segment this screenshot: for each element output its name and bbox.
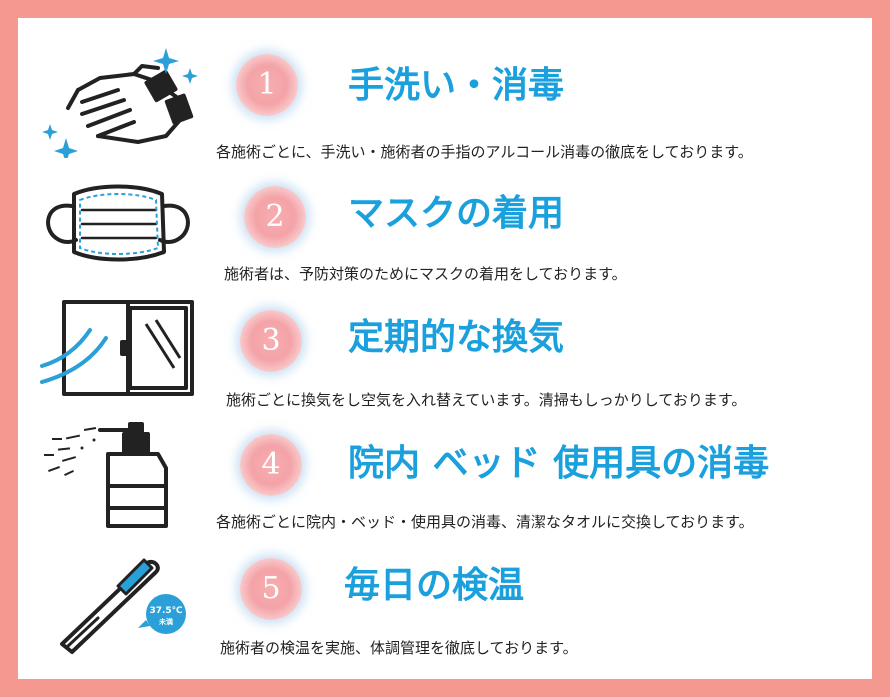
- step-badge-3: 3: [240, 310, 302, 372]
- item-title: 定期的な換気: [348, 317, 565, 358]
- thermometer-icon: 37.5℃ 未満: [38, 546, 198, 666]
- content-card: 1 手洗い・消毒 各施術ごとに、手洗い・施術者の手指のアルコール消毒の徹底をして…: [18, 18, 872, 679]
- step-number: 5: [261, 571, 281, 606]
- item-description: 施術ごとに換気をし空気を入れ替えています。清掃もしっかりしております。: [226, 391, 747, 409]
- item-description: 各施術ごとに院内・ベッド・使用具の消毒、清潔なタオルに交換しております。: [216, 513, 754, 531]
- item-description: 施術者は、予防対策のためにマスクの着用をしております。: [224, 265, 627, 283]
- item-face-mask: 2 マスクの着用 施術者は、予防対策のためにマスクの着用をしております。: [18, 162, 872, 292]
- item-title: 院内 ベッド 使用具の消毒: [348, 443, 770, 484]
- item-temperature: 37.5℃ 未満 5 毎日の検温 施術者の検温を実施、体調管理を徹底しております…: [18, 540, 872, 670]
- item-description: 各施術ごとに、手洗い・施術者の手指のアルコール消毒の徹底をしております。: [216, 143, 753, 161]
- item-ventilation: 3 定期的な換気 施術ごとに換気をし空気を入れ替えています。清掃もしっかりしてお…: [18, 290, 872, 420]
- face-mask-icon: [38, 166, 198, 286]
- item-description: 施術者の検温を実施、体調管理を徹底しております。: [220, 639, 578, 657]
- step-number: 3: [261, 323, 281, 358]
- step-badge-2: 2: [244, 186, 306, 248]
- item-hand-washing: 1 手洗い・消毒 各施術ごとに、手洗い・施術者の手指のアルコール消毒の徹底をして…: [18, 32, 872, 163]
- step-badge-1: 1: [236, 54, 298, 116]
- spray-bottle-icon: [38, 416, 198, 536]
- step-number: 1: [257, 67, 277, 102]
- item-disinfection: 4 院内 ベッド 使用具の消毒 各施術ごとに院内・ベッド・使用具の消毒、清潔なタ…: [18, 412, 872, 542]
- step-number: 4: [261, 447, 281, 482]
- hand-washing-icon: [38, 38, 198, 163]
- item-title: マスクの着用: [348, 193, 565, 234]
- step-number: 2: [265, 199, 285, 234]
- step-badge-5: 5: [240, 558, 302, 620]
- step-badge-4: 4: [240, 434, 302, 496]
- item-title: 手洗い・消毒: [348, 65, 565, 106]
- item-title: 毎日の検温: [344, 565, 525, 606]
- thermometer-reading: 37.5℃: [149, 606, 182, 616]
- thermometer-note: 未満: [159, 617, 173, 626]
- window-ventilation-icon: [38, 290, 198, 410]
